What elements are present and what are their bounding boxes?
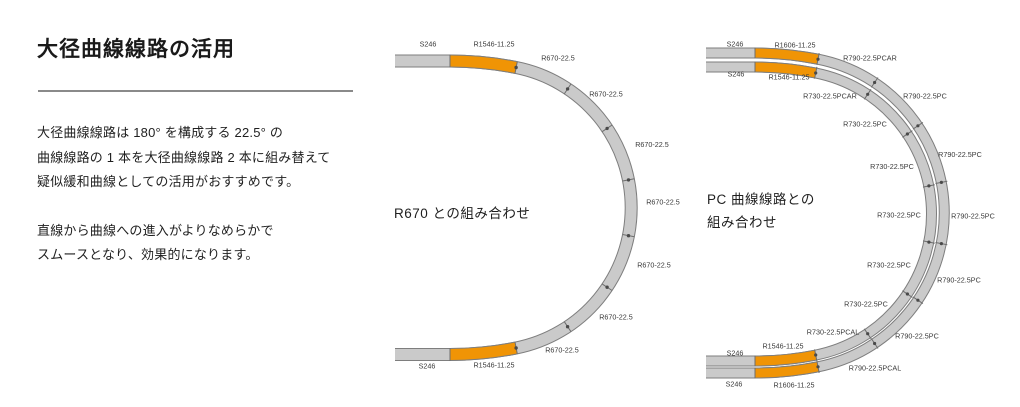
joint-arrow-dots	[814, 57, 944, 369]
track-label: R670-22.5	[541, 53, 575, 63]
track-label: R730-22.5PC	[843, 119, 887, 129]
track-label: R730-22.5PCAR	[803, 91, 857, 101]
diagram-pc-combination: S246 R1606-11.25 R790-22.5PCAR S246 R154…	[700, 28, 1020, 398]
r670-track-drawing	[395, 54, 638, 362]
track-label: R730-22.5PC	[870, 162, 914, 172]
track-label: R790-22.5PC	[937, 275, 981, 285]
track-label: R730-22.5PC	[844, 299, 888, 309]
track-label: R670-22.5	[646, 197, 680, 207]
track-label: R790-22.5PC	[938, 150, 982, 160]
joint-arrow-dots	[514, 65, 631, 350]
track-label: R790-22.5PC	[903, 91, 947, 101]
track-label: R790-22.5PCAR	[843, 53, 897, 63]
track-label: R670-22.5	[545, 345, 579, 355]
title-underline	[38, 90, 353, 92]
track-label: R730-22.5PCAL	[806, 327, 860, 337]
diagram-caption-r670: R670 との組み合わせ	[394, 206, 531, 221]
track-label: R790-22.5PCAL	[848, 363, 902, 373]
track-label: R1606-11.25	[774, 40, 816, 50]
page-title: 大径曲線線路の活用	[37, 38, 235, 61]
track-label: S246	[418, 361, 436, 371]
track-label: R1546-11.25	[762, 341, 804, 351]
diagram-r670-combination: S246 R1546-11.25 R670-22.5 R670-22.5 R67…	[388, 28, 688, 380]
track-label: R730-22.5PC	[877, 210, 921, 220]
track-label: R730-22.5PC	[867, 260, 911, 270]
track-label: S246	[725, 379, 743, 389]
track-body	[395, 54, 638, 362]
track-joint-marks	[754, 47, 948, 379]
easement-segments-orange	[449, 54, 518, 362]
track-label: R790-22.5PC	[895, 331, 939, 341]
track-label: R670-22.5	[635, 140, 669, 150]
track-label: R1606-11.25	[773, 380, 815, 390]
track-label: R670-22.5	[599, 312, 633, 322]
track-label: S246	[726, 39, 744, 49]
track-label: S246	[419, 39, 437, 49]
track-label: S246	[727, 69, 745, 79]
track-label: R1546-11.25	[473, 360, 515, 370]
inner-track-body	[706, 61, 938, 367]
track-label: S246	[726, 348, 744, 358]
intro-text: 大径曲線線路は 180° を構成する 22.5° の 曲線線路の 1 本を大径曲…	[37, 121, 377, 292]
intro-paragraph-2: 直線から曲線への進入がよりなめらかで スムースとなり、効果的になります。	[37, 222, 274, 263]
intro-paragraph-1: 大径曲線線路は 180° を構成する 22.5° の 曲線線路の 1 本を大径曲…	[37, 125, 331, 189]
track-label: R790-22.5PC	[951, 211, 995, 221]
track-label: R1546-11.25	[768, 72, 810, 82]
track-joint-marks	[449, 54, 635, 361]
track-label: R1546-11.25	[473, 39, 515, 49]
track-label: R670-22.5	[589, 89, 623, 99]
track-label: R670-22.5	[637, 260, 671, 270]
diagram-caption-pc: PC 曲線線路との 組み合わせ	[707, 192, 815, 230]
outer-track-body	[706, 47, 950, 379]
easement-segments-orange	[754, 47, 820, 379]
pc-track-drawing	[706, 47, 950, 379]
